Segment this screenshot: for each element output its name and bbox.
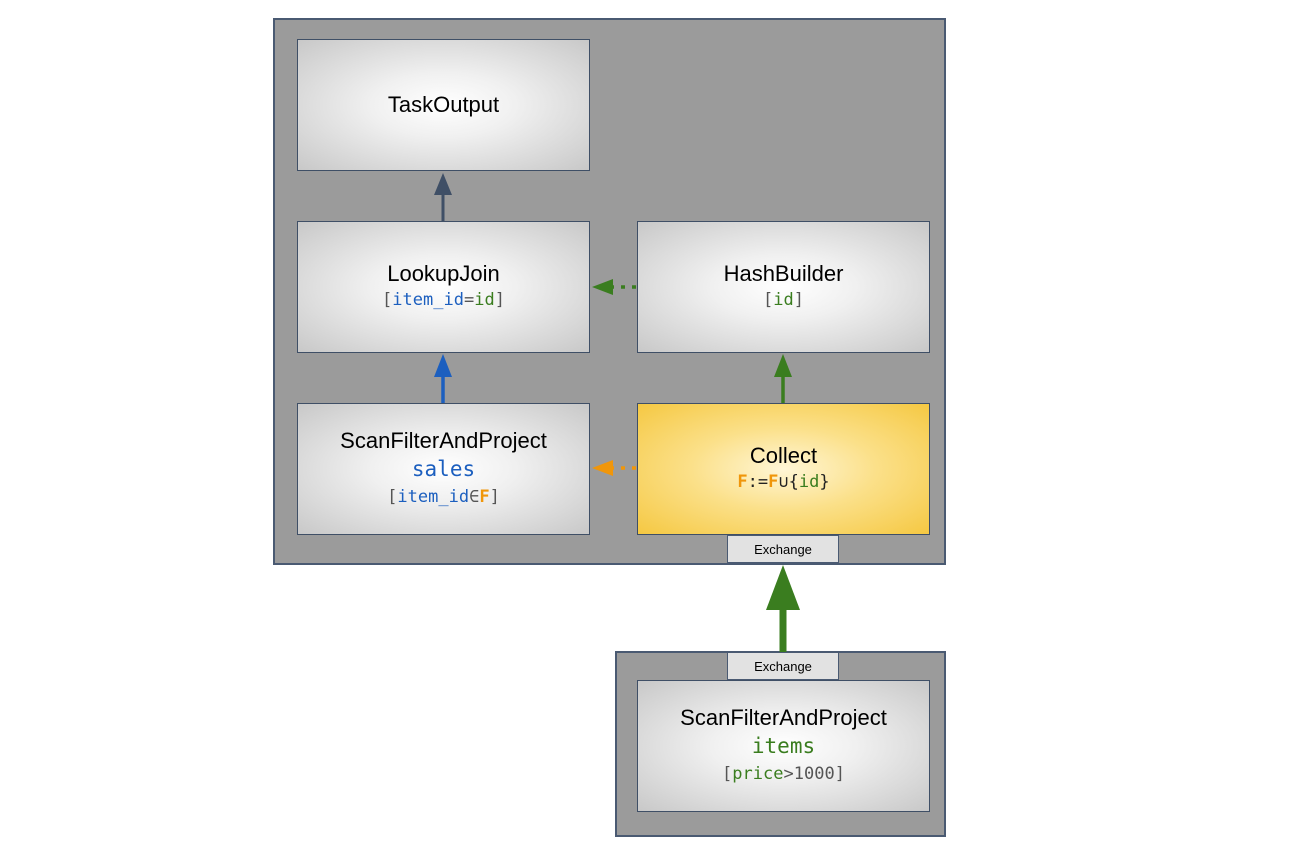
join-right-column: id: [474, 290, 495, 310]
node-title: ScanFilterAndProject: [340, 428, 547, 453]
node-title: Collect: [749, 443, 818, 468]
exchange-top[interactable]: Exchange: [727, 535, 839, 563]
bracket-open: [: [387, 487, 398, 507]
node-task-output[interactable]: TaskOutput: [297, 39, 590, 171]
edge-hashbuilder-to-lookupjoin: [592, 279, 636, 295]
node-hash-builder[interactable]: HashBuilder [id]: [637, 221, 930, 353]
filter-operator: >: [783, 764, 794, 784]
bracket-open: [: [382, 290, 393, 310]
filter-condition: [price>1000]: [722, 761, 845, 787]
node-title: TaskOutput: [387, 92, 500, 117]
table-name: items: [751, 734, 816, 758]
node-title: HashBuilder: [723, 261, 844, 286]
filter-column: price: [732, 764, 784, 784]
edge-lookupjoin-to-taskoutput: [434, 173, 452, 221]
collect-variable-2: F: [768, 472, 779, 492]
edge-scansales-to-lookupjoin: [434, 354, 452, 403]
node-scan-sales[interactable]: ScanFilterAndProject sales [item_id∈F]: [297, 403, 590, 535]
exchange-bottom[interactable]: Exchange: [727, 652, 839, 680]
filter-condition: [item_id∈F]: [387, 484, 500, 510]
edge-collect-to-hashbuilder: [774, 354, 792, 403]
brace-close: }: [819, 472, 830, 492]
brace-open: {: [788, 472, 799, 492]
collect-column: id: [798, 472, 820, 492]
collect-variable: F: [737, 472, 748, 492]
node-collect[interactable]: Collect F:=F∪{id}: [637, 403, 930, 535]
filter-set: F: [479, 487, 490, 507]
assign-operator: :=: [747, 472, 769, 492]
table-name: sales: [411, 457, 476, 481]
union-operator: ∪: [778, 472, 789, 492]
node-title: LookupJoin: [387, 261, 500, 286]
node-scan-items[interactable]: ScanFilterAndProject items [price>1000]: [637, 680, 930, 812]
filter-value: 1000: [793, 764, 835, 784]
bracket-open: [: [763, 290, 774, 310]
join-left-column: item_id: [392, 290, 464, 310]
join-condition: [item_id=id]: [382, 287, 505, 313]
filter-operator: ∈: [469, 487, 480, 507]
edge-exchange-items-to-collect: [766, 565, 800, 652]
node-title: ScanFilterAndProject: [680, 705, 887, 730]
collect-expression: F:=F∪{id}: [737, 469, 829, 495]
filter-column: item_id: [397, 487, 470, 507]
join-operator: =: [463, 290, 475, 310]
edge-collect-to-scansales: [592, 460, 636, 476]
bracket-open: [: [722, 764, 733, 784]
bracket-close: ]: [489, 487, 500, 507]
hash-key-column: id: [773, 290, 794, 310]
hash-key: [id]: [763, 287, 804, 313]
node-lookup-join[interactable]: LookupJoin [item_id=id]: [297, 221, 590, 353]
bracket-close: ]: [494, 290, 505, 310]
bracket-close: ]: [793, 290, 804, 310]
bracket-close: ]: [834, 764, 845, 784]
